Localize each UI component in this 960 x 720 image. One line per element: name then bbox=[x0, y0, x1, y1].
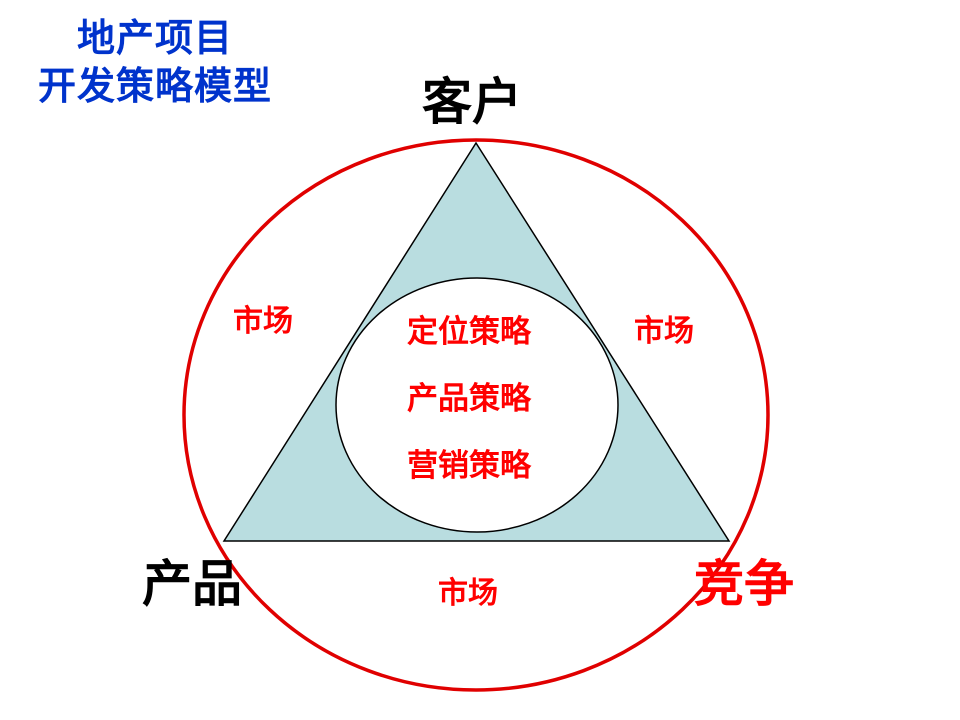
inner-strategy-circle bbox=[335, 277, 619, 533]
market-label-right: 市场 bbox=[634, 314, 694, 349]
vertex-product: 产品 bbox=[142, 555, 242, 613]
title-line-1: 地产项目 bbox=[76, 16, 233, 60]
strategy-marketing: 营销策略 bbox=[407, 448, 531, 484]
market-label-bottom: 市场 bbox=[438, 576, 498, 611]
title-line-2: 开发策略模型 bbox=[37, 64, 272, 108]
strategy-positioning: 定位策略 bbox=[407, 314, 531, 350]
vertex-competition: 竞争 bbox=[694, 555, 794, 613]
market-label-left: 市场 bbox=[233, 304, 293, 339]
strategy-product: 产品策略 bbox=[407, 381, 531, 417]
page-title: 地产项目 开发策略模型 bbox=[0, 14, 310, 110]
vertex-customer: 客户 bbox=[422, 73, 522, 131]
outer-market-circle bbox=[182, 138, 770, 692]
